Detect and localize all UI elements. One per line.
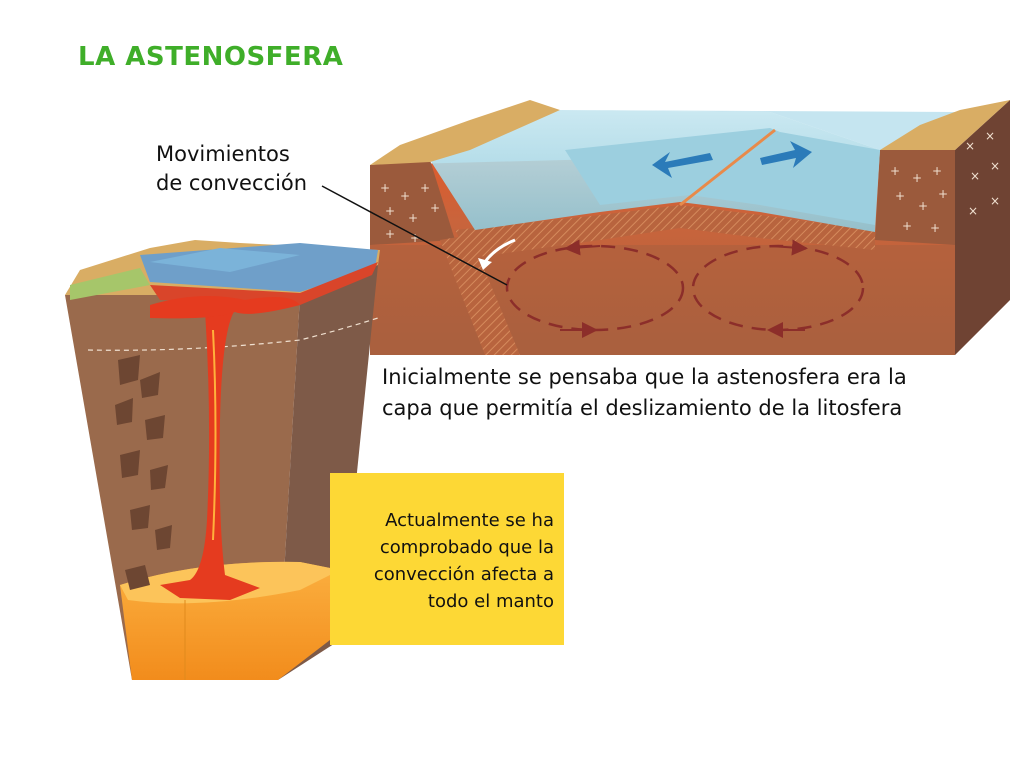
svg-text:+: +: [385, 204, 395, 218]
initial-hypothesis-line1: Inicialmente se pensaba que la astenosfe…: [382, 365, 907, 389]
page-title: LA ASTENOSFERA: [78, 42, 344, 72]
mantle-wedge-block: [65, 240, 380, 680]
current-finding-line4: todo el manto: [427, 591, 554, 612]
current-finding-line3: convección afecta a: [373, 564, 554, 585]
svg-text:+: +: [420, 181, 430, 195]
svg-text:+: +: [912, 171, 922, 185]
svg-text:+: +: [930, 221, 940, 235]
current-finding-box: Actualmente se ha comprobado que la conv…: [330, 473, 564, 645]
svg-text:+: +: [408, 211, 418, 225]
initial-hypothesis-text: Inicialmente se pensaba que la astenosfe…: [382, 362, 907, 424]
leader-line: [321, 185, 508, 286]
svg-text:×: ×: [990, 159, 1000, 173]
svg-text:+: +: [385, 227, 395, 241]
svg-text:+: +: [895, 189, 905, 203]
svg-text:+: +: [410, 231, 420, 245]
initial-hypothesis-line2: capa que permitía el deslizamiento de la…: [382, 396, 903, 420]
svg-text:+: +: [380, 181, 390, 195]
svg-text:+: +: [400, 189, 410, 203]
svg-text:×: ×: [990, 194, 1000, 208]
current-finding-line2: comprobado que la: [379, 537, 554, 558]
svg-text:+: +: [902, 219, 912, 233]
svg-text:×: ×: [965, 139, 975, 153]
svg-text:+: +: [938, 187, 948, 201]
convection-label-line2: de convección: [156, 171, 308, 195]
ocean-ridge-block: +++ +++ ++ +++ +++ ++ ××× ×××: [370, 100, 1010, 355]
svg-text:+: +: [890, 164, 900, 178]
convection-label-line1: Movimientos: [156, 142, 290, 166]
current-finding-text: Actualmente se ha comprobado que la conv…: [374, 507, 554, 615]
current-finding-line1: Actualmente se ha: [385, 510, 554, 531]
svg-text:+: +: [918, 199, 928, 213]
svg-text:×: ×: [985, 129, 995, 143]
svg-text:×: ×: [968, 204, 978, 218]
svg-text:+: +: [932, 164, 942, 178]
svg-text:+: +: [430, 201, 440, 215]
convection-label: Movimientos de convección: [156, 140, 307, 198]
svg-text:×: ×: [970, 169, 980, 183]
